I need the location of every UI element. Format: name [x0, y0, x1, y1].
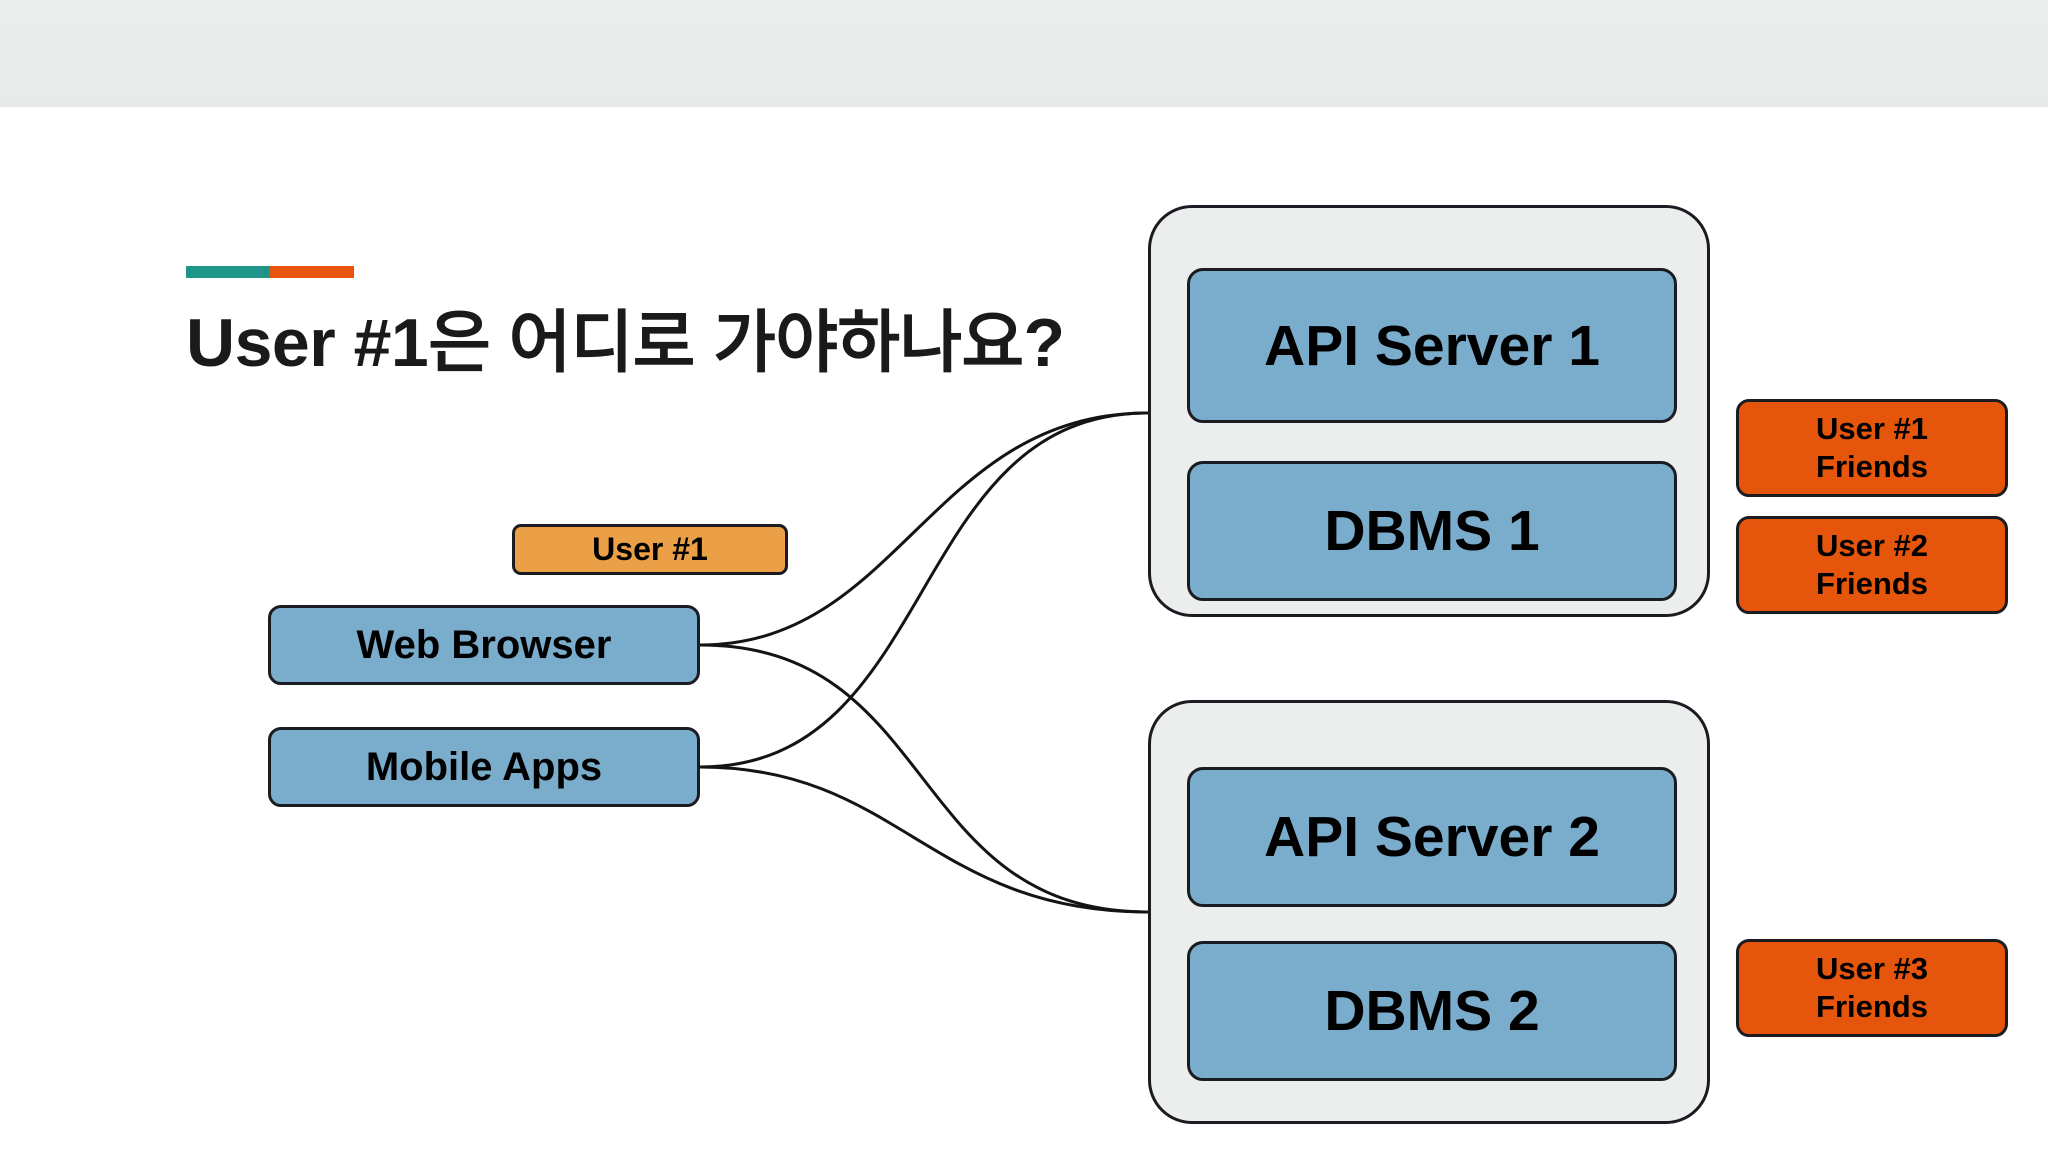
- friends-box-user-2-line-1: User #2: [1815, 528, 1929, 563]
- connector-mobile-apps-to-group-2: [699, 765, 1149, 914]
- friends-box-user-1-line-1: User #1: [1815, 411, 1929, 446]
- friends-box-user-1[interactable]: User #1 Friends: [1736, 399, 2008, 497]
- friends-box-user-3-line-2: Friends: [1816, 989, 1928, 1024]
- connector-web-browser-to-group-2: [699, 643, 1149, 914]
- friends-box-user-3[interactable]: User #3 Friends: [1736, 939, 2008, 1037]
- accent-bar-orange-segment: [270, 266, 354, 278]
- node-dbms-1[interactable]: DBMS 1: [1187, 461, 1677, 601]
- user-1-chip[interactable]: User #1: [512, 524, 788, 575]
- node-api-server-2[interactable]: API Server 2: [1187, 767, 1677, 907]
- friends-box-user-2-line-2: Friends: [1816, 566, 1928, 601]
- friends-box-user-2[interactable]: User #2 Friends: [1736, 516, 2008, 614]
- friends-box-user-1-line-2: Friends: [1816, 449, 1928, 484]
- friends-box-user-3-line-1: User #3: [1815, 951, 1929, 986]
- accent-bar-teal-segment: [186, 266, 270, 278]
- node-web-browser[interactable]: Web Browser: [268, 605, 700, 685]
- page-title: User #1은 어디로 가야하나요?: [186, 305, 1065, 381]
- title-accent-bar: [186, 266, 354, 278]
- connector-mobile-apps-to-group-1: [699, 411, 1149, 769]
- server-group-2[interactable]: API Server 2 DBMS 2: [1148, 700, 1710, 1124]
- header-band: [0, 0, 2048, 107]
- page-title-clip: User #1은 어디로 가야하나요?: [186, 292, 1142, 402]
- node-mobile-apps[interactable]: Mobile Apps: [268, 727, 700, 807]
- server-group-1[interactable]: API Server 1 DBMS 1: [1148, 205, 1710, 617]
- node-dbms-2[interactable]: DBMS 2: [1187, 941, 1677, 1081]
- node-api-server-1[interactable]: API Server 1: [1187, 268, 1677, 423]
